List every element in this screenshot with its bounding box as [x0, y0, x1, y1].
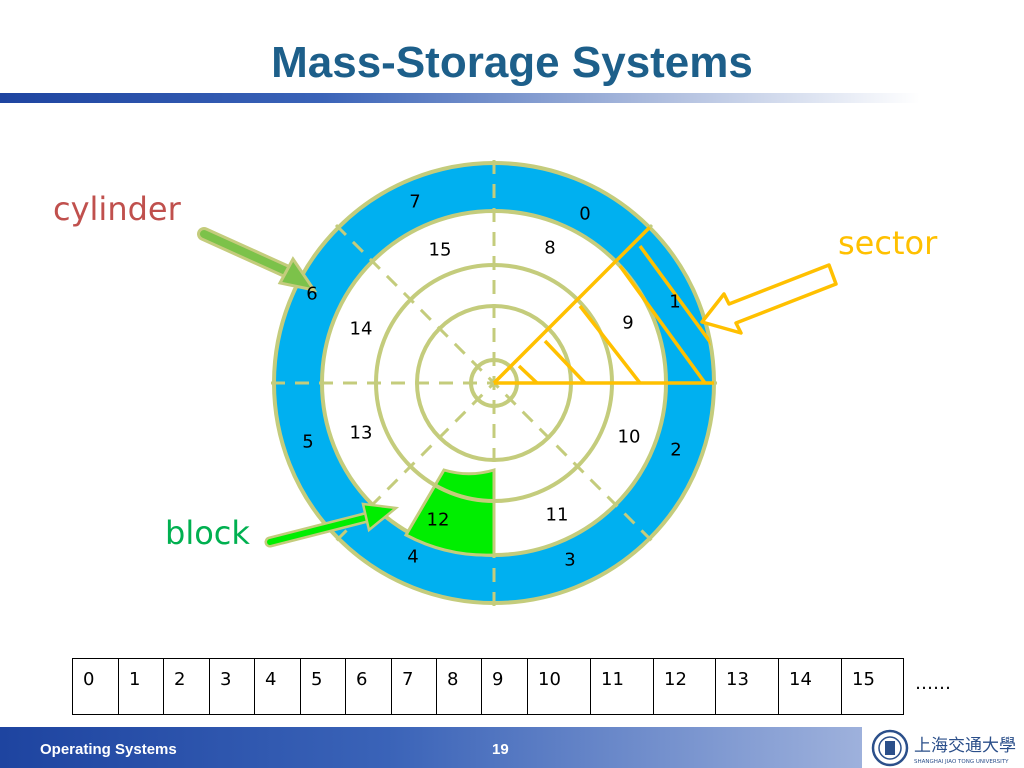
block-cell: 10: [528, 659, 591, 714]
block-cell: 9: [482, 659, 528, 714]
inner-sector-number: 9: [622, 312, 634, 334]
block-cell: 4: [255, 659, 301, 714]
block-cell: 8: [437, 659, 482, 714]
title-underline: [0, 93, 920, 103]
svg-text:上海交通大學: 上海交通大學: [914, 736, 1016, 756]
university-logo: 上海交通大學 SHANGHAI JIAO TONG UNIVERSITY: [871, 729, 1016, 767]
block-cell: 12: [654, 659, 716, 714]
cylinder-label: cylinder: [53, 190, 181, 228]
footer-bar: [0, 727, 862, 768]
block-cell: 0: [73, 659, 119, 714]
course-name: Operating Systems: [40, 741, 177, 758]
block-arrow: [264, 502, 400, 548]
block-cell: 7: [392, 659, 437, 714]
slide-title: Mass-Storage Systems: [271, 38, 753, 87]
inner-sector-number: 14: [349, 318, 373, 340]
outer-sector-number: 2: [670, 439, 682, 461]
outer-sector-number: 4: [407, 546, 419, 568]
cylinder-arrow: [197, 227, 318, 293]
inner-sector-number: 8: [544, 237, 556, 259]
inner-sector-number: 15: [428, 239, 452, 261]
block-cell: 5: [301, 659, 346, 714]
inner-sector-number: 11: [545, 504, 569, 526]
block-sequence: 0 1 2 3 4 5 6 7 8 9 10 11 12 13 14 15: [72, 658, 904, 715]
highlighted-block: [403, 467, 496, 557]
block-cell: 13: [716, 659, 779, 714]
block-cell: 6: [346, 659, 392, 714]
outer-sector-number: 3: [564, 549, 576, 571]
inner-sector-number: 10: [617, 426, 641, 448]
block-sequence-ellipsis: ……: [915, 673, 951, 694]
sector-arrow: [700, 263, 838, 335]
block-cell: 15: [852, 669, 875, 690]
block-cell: 2: [164, 659, 210, 714]
inner-sector-number: 13: [349, 422, 373, 444]
block-cell: 11: [591, 659, 654, 714]
outer-sector-number: 0: [579, 203, 591, 225]
block-label: block: [165, 514, 250, 552]
outer-sector-number: 6: [306, 283, 318, 305]
svg-text:SHANGHAI JIAO TONG UNIVERSITY: SHANGHAI JIAO TONG UNIVERSITY: [914, 759, 1009, 765]
sector-label: sector: [838, 224, 938, 262]
outer-sector-number: 7: [409, 191, 421, 213]
highlighted-sector: [492, 215, 714, 385]
block-cell: 14: [779, 659, 842, 714]
page-number: 19: [492, 741, 509, 758]
inner-sector-number: 12: [426, 509, 450, 531]
block-cell: 3: [210, 659, 255, 714]
outer-sector-number: 5: [302, 431, 314, 453]
block-cell: 1: [119, 659, 164, 714]
outer-sector-number: 1: [669, 291, 681, 313]
